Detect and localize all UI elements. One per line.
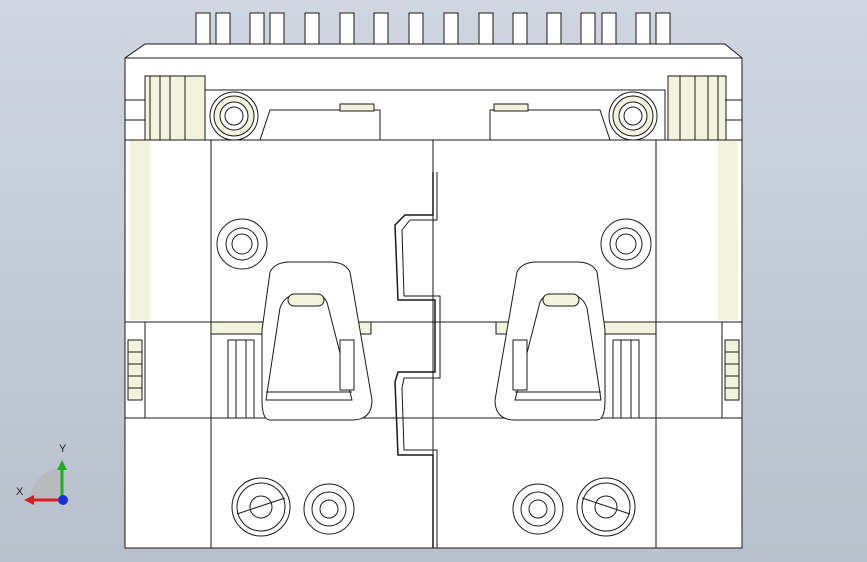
side-connector-left[interactable] — [124, 321, 146, 419]
center-seam[interactable] — [394, 172, 436, 548]
z-axis-dot — [58, 495, 68, 505]
coordinate-triad — [24, 460, 68, 505]
mounting-bolt-left[interactable] — [209, 91, 259, 141]
screw-hole-lower-3[interactable] — [512, 483, 564, 535]
screw-hole-lower-1[interactable] — [231, 477, 291, 537]
side-connector-right[interactable] — [721, 321, 743, 419]
clamp-right[interactable] — [494, 261, 657, 421]
clamp-left[interactable] — [210, 261, 373, 421]
x-axis-label: X — [16, 486, 24, 498]
upper-housing[interactable] — [124, 43, 743, 176]
screw-hole-middle-left[interactable] — [216, 218, 268, 270]
mounting-bolt-right[interactable] — [608, 91, 658, 141]
y-axis-label: Y — [59, 443, 67, 455]
screw-hole-lower-4[interactable] — [576, 477, 636, 537]
screw-hole-lower-2[interactable] — [303, 483, 355, 535]
screw-hole-middle-right[interactable] — [600, 218, 652, 270]
